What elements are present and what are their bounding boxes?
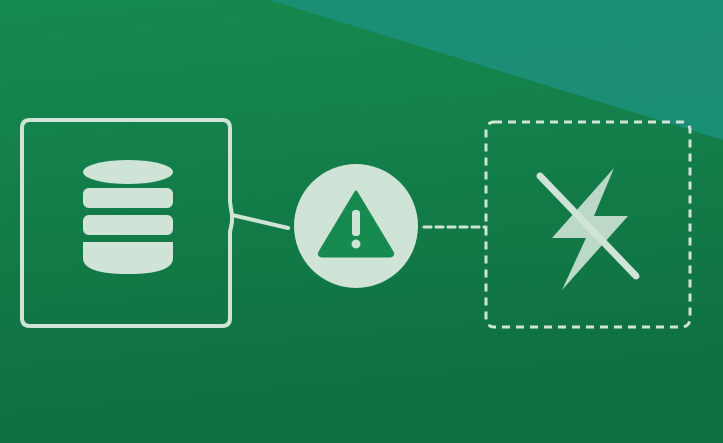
target-frame [484, 120, 692, 329]
warning-triangle-icon [317, 190, 395, 258]
source-node [20, 118, 234, 328]
source-frame [20, 118, 234, 328]
connector-solid [230, 213, 290, 230]
target-node [484, 120, 692, 329]
power-off-icon [536, 168, 640, 290]
background-accent-wedge [270, 0, 723, 140]
database-icon [83, 160, 173, 274]
warning-node [294, 164, 418, 288]
